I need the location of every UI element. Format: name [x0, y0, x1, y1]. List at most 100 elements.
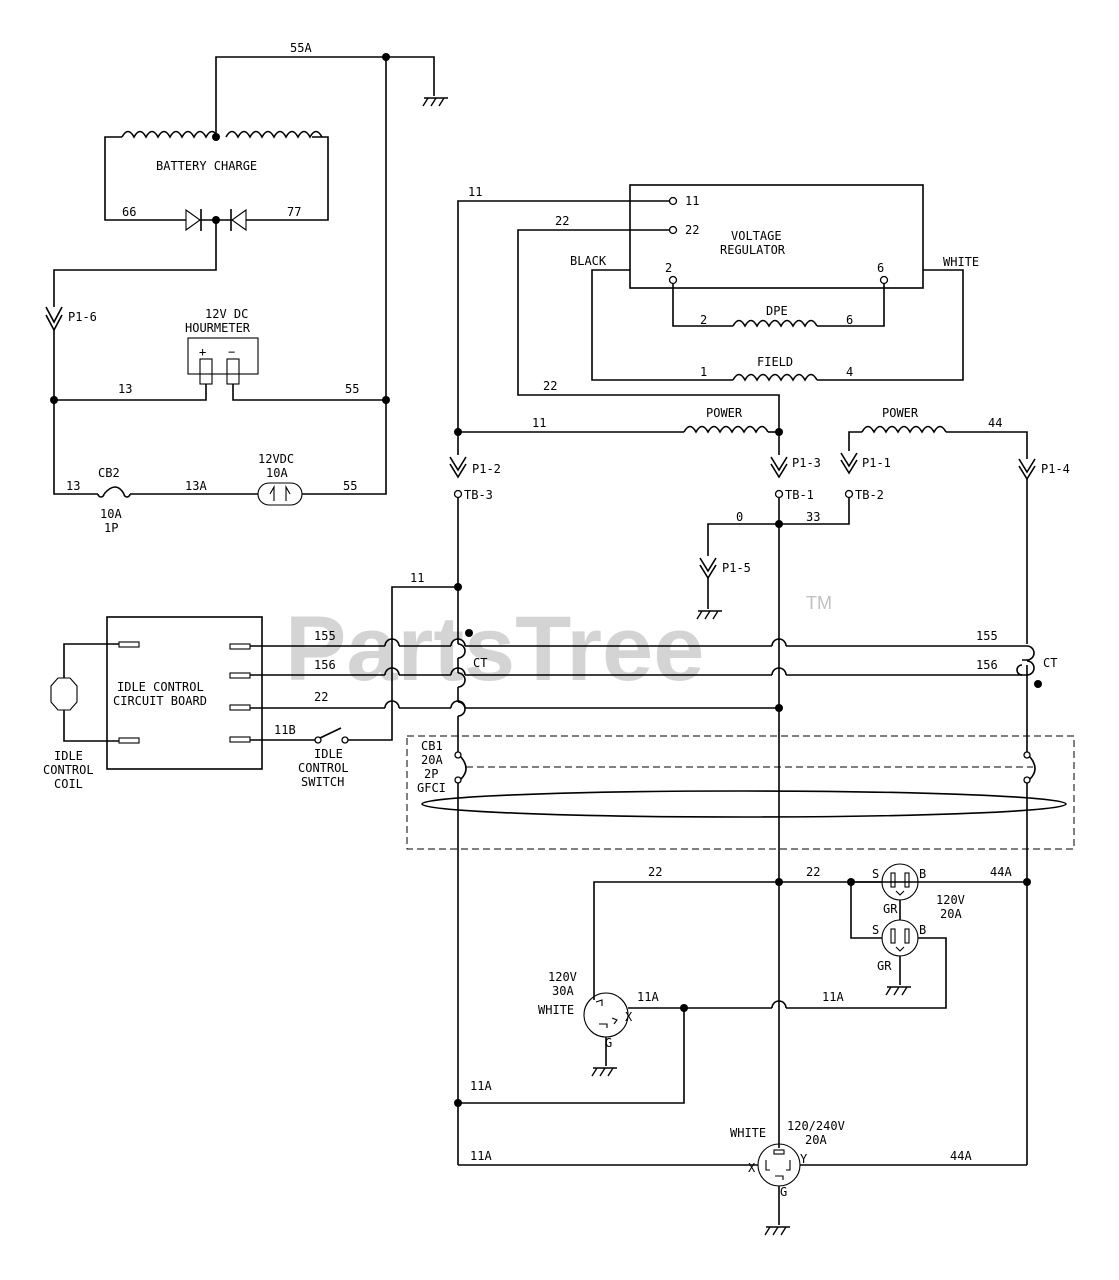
wire-label-156-left: 156: [314, 658, 336, 672]
wire-label-0: 0: [736, 510, 743, 524]
twist-g: G: [605, 1036, 612, 1050]
wire-label-55a: 55A: [290, 41, 312, 55]
twist-x: X: [625, 1010, 633, 1024]
main-120-240v-receptacle-icon: [757, 1143, 801, 1187]
field-winding-icon: [732, 373, 818, 382]
cb2-name: CB2: [98, 466, 120, 480]
wire-label-55: 55: [345, 382, 359, 396]
twist-amps: 30A: [552, 984, 574, 998]
wire-label-11a-1: 11A: [637, 990, 659, 1004]
wire-label-11b: 11B: [274, 723, 296, 737]
hourmeter-plus: +: [199, 345, 206, 359]
main-y: Y: [800, 1152, 808, 1166]
hourmeter-label-1: 12V DC: [205, 307, 248, 321]
label-p1-2: P1-2: [472, 462, 501, 476]
voltage-regulator-box: [629, 184, 924, 289]
idle-switch-label-1: IDLE: [314, 747, 343, 761]
wire-label-44a-bot: 44A: [950, 1149, 972, 1163]
regulator-title-2: REGULATOR: [720, 243, 786, 257]
ct-right-label: CT: [1043, 656, 1057, 670]
hourmeter-icon: [53, 330, 386, 401]
wire-label-66: 66: [122, 205, 136, 219]
wire-label-11-top: 11: [468, 185, 482, 199]
regulator-terminal-6: 6: [877, 261, 884, 275]
duplex-gr2: GR: [877, 959, 892, 973]
main-white: WHITE: [730, 1126, 766, 1140]
label-p1-6: P1-6: [68, 310, 97, 324]
power-winding-left-icon: [683, 425, 769, 434]
battery-charge-title: BATTERY CHARGE: [156, 159, 257, 173]
connector-p1-1-icon: [840, 452, 858, 468]
duplex-receptacle-lower-icon: [881, 919, 919, 957]
wire-label-22-out2: 22: [806, 865, 820, 879]
main-g: G: [780, 1185, 787, 1199]
wire-label-dpe-2: 2: [700, 313, 707, 327]
wire-label-11-power: 11: [532, 416, 546, 430]
main-x: X: [748, 1161, 756, 1175]
cb2-rating: 10A: [100, 507, 122, 521]
idle-control-coil-icon: [50, 677, 78, 711]
gfci-sense-coil-icon: [421, 790, 1067, 818]
watermark-trademark: TM: [806, 593, 832, 613]
wire-label-13: 13: [118, 382, 132, 396]
regulator-black: BLACK: [570, 254, 607, 268]
label-tb-1: TB-1: [785, 488, 814, 502]
duplex-b1: B: [919, 867, 926, 881]
wire-label-11a-4: 11A: [470, 1149, 492, 1163]
regulator-terminal-22: 22: [685, 223, 699, 237]
idle-coil-label-1: IDLE: [54, 749, 83, 763]
wire-label-22-top: 22: [555, 214, 569, 228]
wire-label-155-left: 155: [314, 629, 336, 643]
wire-label-11a-3: 11A: [470, 1079, 492, 1093]
regulator-white: WHITE: [943, 255, 979, 269]
fuse-label-2: 10A: [266, 466, 288, 480]
idle-coil-label-3: COIL: [54, 777, 83, 791]
idle-control-board: [106, 616, 263, 770]
regulator-terminal-11: 11: [685, 194, 699, 208]
watermark-text: PartsTree: [285, 598, 704, 700]
wire-label-dpe-6: 6: [846, 313, 853, 327]
fuse-label-1: 12VDC: [258, 452, 294, 466]
wire-label-13b: 13: [66, 479, 80, 493]
wire-label-44: 44: [988, 416, 1002, 430]
cb2-poles: 1P: [104, 521, 118, 535]
wire-label-33: 33: [806, 510, 820, 524]
label-p1-5: P1-5: [722, 561, 751, 575]
connector-p1-3-icon: [770, 456, 788, 472]
idle-coil-label-2: CONTROL: [43, 763, 94, 777]
wire-label-13a: 13A: [185, 479, 207, 493]
label-power-left: POWER: [706, 406, 743, 420]
label-p1-1: P1-1: [862, 456, 891, 470]
label-dpe: DPE: [766, 304, 788, 318]
idle-switch-label-3: SWITCH: [301, 775, 344, 789]
wire-label-22-left: 22: [543, 379, 557, 393]
wire-label-11a-2: 11A: [822, 990, 844, 1004]
wire-label-44a-top: 44A: [990, 865, 1012, 879]
wire-label-field-4: 4: [846, 365, 853, 379]
duplex-s1: S: [872, 867, 879, 881]
label-tb-2: TB-2: [855, 488, 884, 502]
main-amps: 20A: [805, 1133, 827, 1147]
twist-lock-receptacle-icon: [583, 992, 629, 1038]
idle-board-label-2: CIRCUIT BOARD: [113, 694, 207, 708]
wire-label-11-mid: 11: [410, 571, 424, 585]
wire-label-field-1: 1: [700, 365, 707, 379]
ct-left-label: CT: [473, 656, 487, 670]
cb1-rating: 20A: [421, 753, 443, 767]
power-winding-right-icon: [861, 425, 947, 434]
connector-p1-6-icon: [45, 306, 63, 324]
wire-label-22-mid: 22: [314, 690, 328, 704]
twist-rating: 120V: [548, 970, 577, 984]
duplex-b2: B: [919, 923, 926, 937]
label-p1-4: P1-4: [1041, 462, 1070, 476]
label-tb-3: TB-3: [464, 488, 493, 502]
battery-charge-circuit: [53, 53, 449, 400]
duplex-rating: 120V: [936, 893, 965, 907]
duplex-s2: S: [872, 923, 879, 937]
wire-label-155-right: 155: [976, 629, 998, 643]
wire-label-55b: 55: [343, 479, 357, 493]
idle-control-switch-icon[interactable]: [319, 727, 342, 739]
idle-switch-label-2: CONTROL: [298, 761, 349, 775]
wire-label-156-right: 156: [976, 658, 998, 672]
